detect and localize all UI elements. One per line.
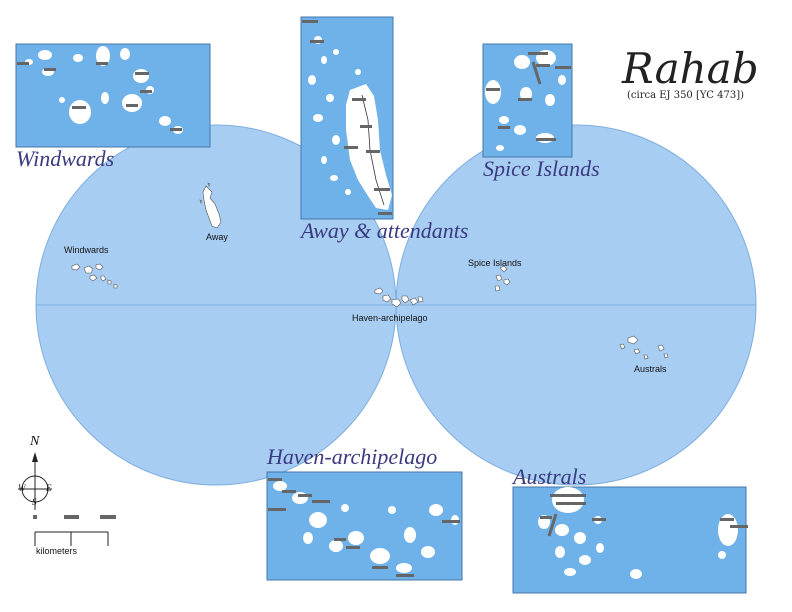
australs-islands: [627, 335, 639, 345]
map-subtitle: (circa EJ 350 [YC 473]): [627, 90, 745, 101]
place-label-australs: Australs: [634, 364, 667, 374]
inset-spice: [482, 43, 573, 158]
inset-haven: [266, 471, 463, 581]
scale-bar: [33, 515, 116, 546]
spice-islands: [499, 265, 508, 273]
inset-label-haven: Haven-archipelago: [267, 444, 438, 469]
compass-rose-icon: [18, 452, 52, 510]
compass-south-label: S: [32, 497, 37, 507]
inset-away: [300, 16, 394, 220]
compass-east-label: E: [46, 483, 52, 493]
haven-islands: [374, 287, 384, 295]
inset-label-away: Away & attendants: [301, 218, 469, 243]
place-label-haven: Haven-archipelago: [352, 313, 428, 323]
place-label-windwards: Windwards: [64, 245, 109, 255]
compass-west-label: W: [18, 483, 26, 493]
inset-australs: [512, 486, 748, 594]
inset-windwards: [15, 43, 211, 148]
place-label-spice: Spice Islands: [468, 258, 522, 268]
globe-islands: [71, 182, 669, 360]
compass-north-label: N: [30, 434, 40, 449]
windwards-islands: [71, 263, 81, 271]
map-title: Rahab: [622, 44, 759, 93]
inset-label-australs: Australs: [513, 464, 587, 489]
scale-bar-label: kilometers: [36, 546, 78, 556]
place-label-away: Away: [206, 232, 228, 242]
inset-label-spice: Spice Islands: [483, 156, 600, 181]
away-island: [202, 185, 222, 229]
inset-label-windwards: Windwards: [16, 146, 115, 171]
